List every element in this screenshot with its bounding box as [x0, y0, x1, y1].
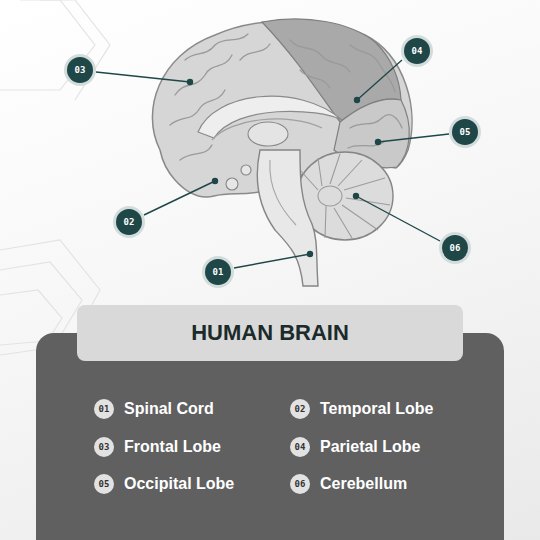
- legend-text: Spinal Cord: [124, 400, 214, 418]
- callout-number: 01: [213, 267, 224, 277]
- callout-number: 03: [75, 65, 86, 75]
- legend-text: Parietal Lobe: [320, 438, 420, 456]
- callout-number: 06: [450, 243, 461, 253]
- key-number: 02: [290, 399, 310, 419]
- callout-circle: 04: [404, 38, 430, 64]
- leader-lines: [96, 60, 449, 268]
- legend-text: Occipital Lobe: [124, 475, 234, 493]
- callout-circle: 03: [67, 57, 93, 83]
- key-number: 03: [94, 437, 114, 457]
- callout-circle: 05: [452, 119, 478, 145]
- hexagon-decoration: [0, 0, 110, 355]
- callout-number: 04: [412, 46, 423, 56]
- key-number: 05: [94, 474, 114, 494]
- callout-number: 05: [460, 127, 471, 137]
- legend-text: Cerebellum: [320, 475, 407, 493]
- callout-circle: 06: [442, 235, 468, 261]
- key-number: 04: [290, 437, 310, 457]
- callout-circle: 01: [205, 259, 231, 285]
- legend-text: Frontal Lobe: [124, 438, 221, 456]
- title-box: HUMAN BRAIN: [77, 305, 463, 361]
- brain: [152, 19, 412, 286]
- title: HUMAN BRAIN: [191, 320, 349, 346]
- legend-text: Temporal Lobe: [320, 400, 434, 418]
- key-number: 06: [290, 474, 310, 494]
- callout-circle: 02: [116, 209, 142, 235]
- callout-number: 02: [124, 217, 135, 227]
- key-number: 01: [94, 399, 114, 419]
